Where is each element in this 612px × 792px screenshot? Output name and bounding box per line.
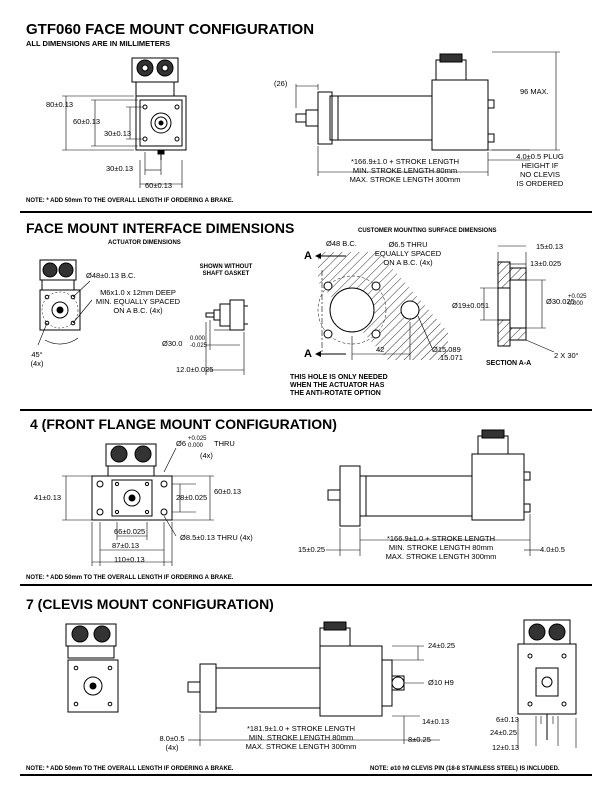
stroke-length-note-clevis: *181.9±1.0 + STROKE LENGTH MIN. STROKE L… <box>245 724 357 751</box>
dim-60-horizontal: 60±0.13 <box>145 181 173 190</box>
dim-60-vertical: 60±0.13 <box>73 117 101 126</box>
dim-d19: Ø19±0.051 <box>452 301 490 310</box>
dim-41: 41±0.13 <box>34 493 62 502</box>
clevis-side-view <box>187 621 405 717</box>
stroke-length-note: *166.9±1.0 + STROKE LENGTH MIN. STROKE L… <box>349 157 461 184</box>
dim-bc48-customer: Ø48 B.C. <box>326 239 357 248</box>
face-view-actuator <box>131 57 187 160</box>
customer-mounting-surface <box>315 252 448 360</box>
dim-96-max: 96 MAX. <box>520 87 549 96</box>
dim-13-section: 13±0.025 <box>530 259 562 268</box>
dim-12-end: 12±0.13 <box>492 743 520 752</box>
dim-d85-thru: Ø8.5±0.13 THRU (4x) <box>180 533 253 542</box>
anti-rotate-note: THIS HOLE IS ONLY NEEDED WHEN THE ACTUAT… <box>290 374 388 397</box>
section-title-front-flange: 4 (FRONT FLANGE MOUNT CONFIGURATION) <box>30 416 337 432</box>
dim-chamfer: 2 X 30° <box>554 351 579 360</box>
dim-d6-count: (4x) <box>200 451 213 460</box>
section-a-a <box>497 261 527 347</box>
dim-28: 28±0.025 <box>176 493 208 502</box>
dim-30-horizontal: 30±0.13 <box>106 164 134 173</box>
dim-15-flange: 15±0.25 <box>298 545 326 554</box>
dim-d30025: Ø30.025 <box>546 297 575 306</box>
section-marker-a-bottom: A <box>304 348 312 360</box>
plug-height-note: 4.0±0.5 PLUG HEIGHT IF NO CLEVIS IS ORDE… <box>516 152 564 188</box>
divider <box>20 774 592 776</box>
thru-hole-note: Ø6.5 THRU EQUALLY SPACED ON A B.C. (4x) <box>374 240 442 267</box>
actuator-dimensions-label: ACTUATOR DIMENSIONS <box>108 240 181 246</box>
angle-45: 45°(4x) <box>30 350 44 368</box>
dim-30-vertical: 30±0.13 <box>104 129 132 138</box>
m6-thread-note: M6x1.0 x 12mm DEEP MIN. EQUALLY SPACED O… <box>95 288 181 315</box>
dim-d30-tol: 0.000-0.025 <box>190 336 208 349</box>
brake-note-3: NOTE: * ADD 50mm TO THE OVERALL LENGTH I… <box>26 766 234 772</box>
customer-surface-label: CUSTOMER MOUNTING SURFACE DIMENSIONS <box>358 228 497 234</box>
page-title: GTF060 FACE MOUNT CONFIGURATION <box>26 21 315 38</box>
divider <box>20 584 592 586</box>
section-title-interface: FACE MOUNT INTERFACE DIMENSIONS <box>26 220 295 236</box>
divider <box>20 409 592 411</box>
dim-8b: 8±0.25 <box>408 735 431 744</box>
flange-side-view <box>327 429 531 527</box>
clevis-end-view <box>517 619 577 740</box>
interface-actuator-face <box>39 259 81 331</box>
stroke-length-note-flange: *166.9±1.0 + STROKE LENGTH MIN. STROKE L… <box>385 534 497 561</box>
dim-8-clevis: 8.0±0.5(4x) <box>159 734 185 752</box>
dim-d6-thru: THRU <box>214 439 235 448</box>
dim-42: 42 <box>376 345 385 354</box>
section-marker-a-top: A <box>304 250 312 262</box>
clevis-pin-note: NOTE: ø10 h9 CLEVIS PIN (18-8 STAINLESS … <box>370 766 560 772</box>
dim-110: 110±0.13 <box>114 555 145 564</box>
dim-d10-h9: Ø10 H9 <box>428 678 454 687</box>
dim-4-flange: 4.0±0.5 <box>540 545 565 554</box>
dim-12: 12.0±0.025 <box>176 365 214 374</box>
section-a-a-label: SECTION A-A <box>486 360 532 367</box>
brake-note-1: NOTE: * ADD 50mm TO THE OVERALL LENGTH I… <box>26 198 234 204</box>
dim-d30: Ø30.0 <box>162 339 183 348</box>
dim-87: 87±0.13 <box>112 541 140 550</box>
divider <box>20 211 592 213</box>
dim-6-end: 6±0.13 <box>496 715 519 724</box>
side-view-actuator <box>295 53 495 151</box>
flange-face-view <box>91 443 173 521</box>
page-subtitle: ALL DIMENSIONS ARE IN MILLIMETERS <box>26 39 171 48</box>
dim-14: 14±0.13 <box>422 717 450 726</box>
dim-24-end: 24±0.25 <box>490 728 518 737</box>
dim-80: 80±0.13 <box>46 100 74 109</box>
dim-d6: Ø6 <box>176 439 187 448</box>
clevis-face-view <box>65 623 119 713</box>
interface-shaft-side <box>205 299 248 331</box>
dim-60-flange: 60±0.13 <box>214 487 242 496</box>
brake-note-2: NOTE: * ADD 50mm TO THE OVERALL LENGTH I… <box>26 575 234 581</box>
dim-26: (26) <box>274 79 288 88</box>
section-title-clevis: 7 (CLEVIS MOUNT CONFIGURATION) <box>26 596 274 612</box>
dim-15-section: 15±0.13 <box>536 242 564 251</box>
dim-24-clevis: 24±0.25 <box>428 641 456 650</box>
dim-66: 66±0.025 <box>114 527 146 536</box>
dim-bc48: Ø48±0.13 B.C. <box>86 271 136 280</box>
